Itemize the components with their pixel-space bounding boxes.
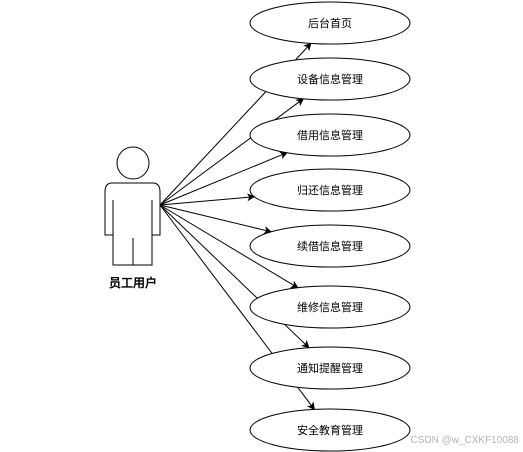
use-case-3: 归还信息管理 [249, 168, 411, 212]
use-case-ellipse [249, 1, 411, 45]
use-case-7: 安全教育管理 [249, 408, 411, 452]
use-case-list: 后台首页 设备信息管理 借用信息管理 归还信息管理 续借信息管理 维修信息管理 … [249, 1, 411, 452]
use-case-6: 通知提醒管理 [249, 346, 411, 390]
association-arrow-3 [159, 193, 256, 206]
use-case-ellipse [249, 57, 411, 101]
association-arrow-4 [159, 204, 273, 235]
use-case-1: 设备信息管理 [249, 57, 411, 101]
use-case-4: 续借信息管理 [249, 224, 411, 268]
association-arrow-1 [159, 98, 305, 206]
watermark: CSDN @w_CXKF10088 [410, 435, 519, 446]
use-case-0: 后台首页 [249, 1, 411, 45]
actor-figure: 员工用户 [104, 146, 161, 290]
use-case-label: 续借信息管理 [297, 239, 363, 253]
use-case-ellipse [249, 168, 411, 212]
use-case-label: 后台首页 [308, 16, 352, 30]
use-case-5: 维修信息管理 [249, 285, 411, 329]
use-case-ellipse [249, 408, 411, 452]
use-case-ellipse [249, 224, 411, 268]
use-case-ellipse [249, 113, 411, 157]
use-case-label: 维修信息管理 [297, 300, 363, 314]
actor-head [116, 146, 150, 180]
use-case-label: 安全教育管理 [297, 423, 363, 437]
actor-body [104, 182, 161, 266]
use-case-ellipse [249, 346, 411, 390]
use-case-label: 借用信息管理 [297, 128, 363, 142]
use-case-label: 通知提醒管理 [297, 361, 363, 375]
use-case-label: 设备信息管理 [297, 72, 363, 86]
association-arrow-2 [159, 151, 288, 206]
use-case-label: 归还信息管理 [297, 183, 363, 197]
actor-name: 员工用户 [109, 275, 157, 290]
use-case-ellipse [249, 285, 411, 329]
association-arrow-6 [159, 204, 310, 349]
use-case-2: 借用信息管理 [249, 113, 411, 157]
association-arrow-5 [159, 204, 299, 289]
